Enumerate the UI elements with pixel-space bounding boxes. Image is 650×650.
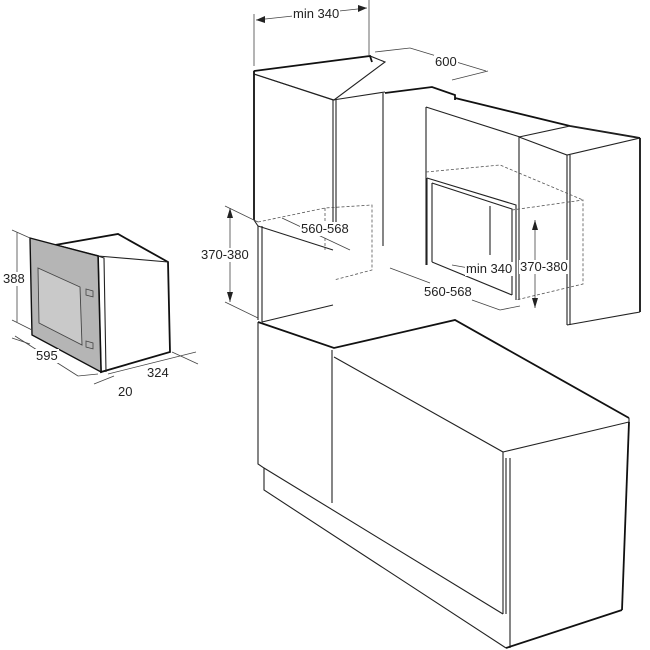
base-cabinet: [257, 319, 630, 649]
tall-cabinet-niche-height-label: 370-380: [200, 247, 250, 262]
microwave-appliance: [11, 229, 199, 385]
tall-cabinet-niche-width-label: 560-568: [300, 221, 350, 236]
tall-cabinet: [253, 55, 387, 323]
wall-cabinet-min-depth-label: min 340: [465, 261, 514, 276]
tall-cabinet-min-depth-label: min 340: [292, 6, 341, 21]
wall-cabinets: [382, 86, 641, 326]
appliance-height-label: 388: [2, 271, 26, 286]
wall-cabinet-niche-width-label: 560-568: [423, 284, 473, 299]
appliance-width-label: 595: [35, 348, 59, 363]
appliance-depth-label: 324: [146, 365, 170, 380]
wall-cabinet-depth-label: 600: [434, 54, 458, 69]
wall-cabinet-niche-height-label: 370-380: [519, 259, 569, 274]
appliance-frame-depth-label: 20: [117, 384, 134, 399]
